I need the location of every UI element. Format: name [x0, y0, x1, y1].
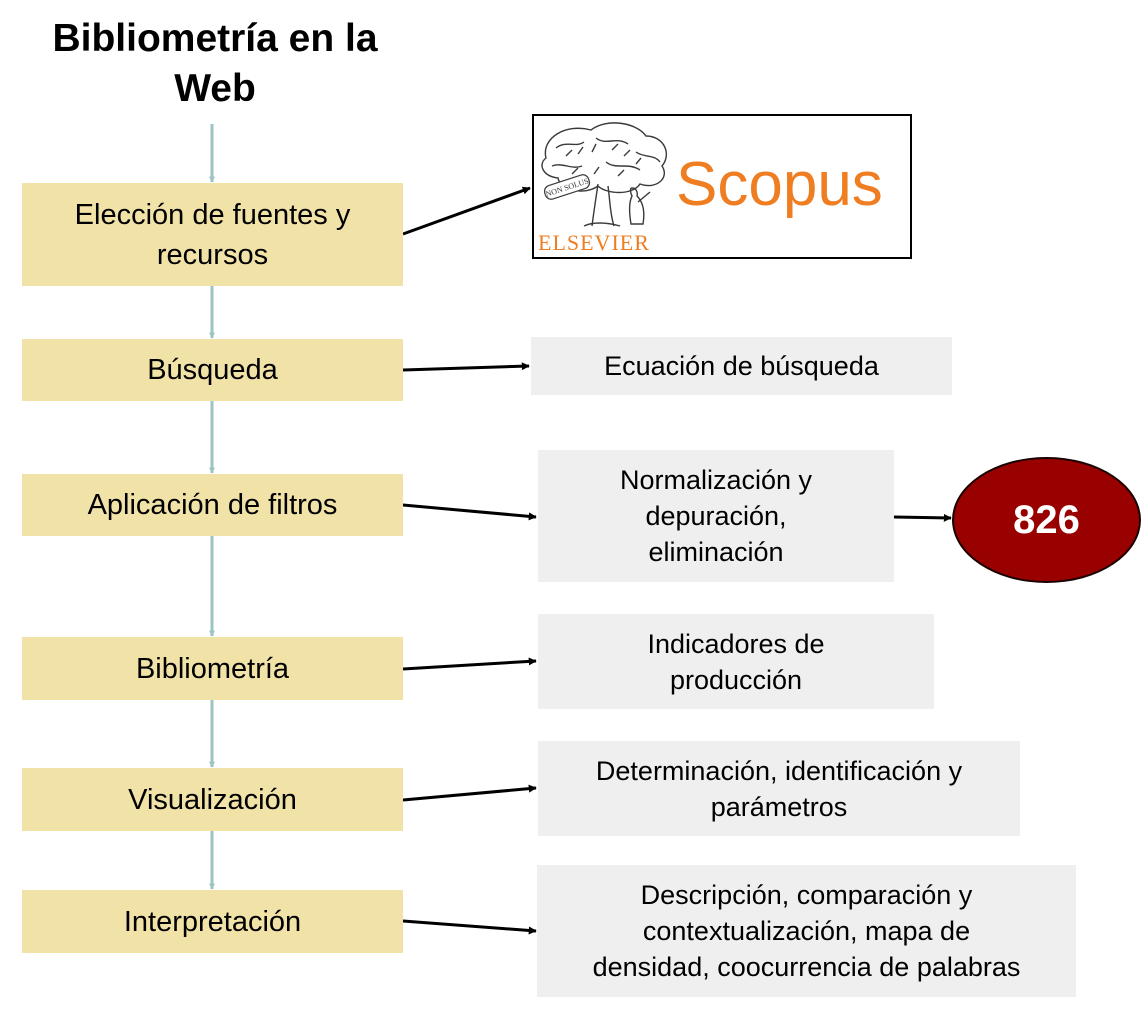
note-text: Descripción, comparación y contextualiza…	[592, 880, 1021, 982]
note-text: Indicadores de producción	[647, 628, 825, 695]
note-text: Normalización y depuración, eliminación	[619, 465, 813, 567]
link-arrow-step-5-to-note-4	[402, 784, 537, 802]
step-label: Búsqueda	[147, 354, 278, 386]
note-text: Determinación, identificación y parámetr…	[595, 755, 963, 822]
elsevier-wordmark: ELSEVIER	[538, 230, 650, 255]
note-box: Ecuación de búsqueda	[531, 337, 952, 395]
note-box: Indicadores de producción	[538, 614, 934, 709]
diagram-title: Bibliometría en la Web	[52, 17, 378, 110]
step-box: Visualización	[22, 768, 403, 831]
link-arrow-note-2-to-badge	[893, 513, 952, 522]
link-arrow-step-2-to-note-1	[402, 362, 530, 372]
step-box: Aplicación de filtros	[22, 474, 403, 536]
result-count-badge: 826	[952, 457, 1141, 583]
link-arrow-step-3-to-note-2	[402, 503, 537, 521]
note-box: Determinación, identificación y parámetr…	[538, 741, 1020, 836]
link-arrow-step-6-to-note-5	[402, 919, 537, 935]
note-box: Descripción, comparación y contextualiza…	[537, 865, 1076, 997]
step-label: Interpretación	[123, 905, 302, 938]
note-box: Normalización y depuración, eliminación	[538, 450, 894, 582]
result-count: 826	[1013, 497, 1080, 542]
scopus-wordmark: Scopus	[676, 150, 883, 219]
step-box: Bibliometría	[22, 637, 403, 700]
step-box: Búsqueda	[22, 339, 403, 401]
step-label: Visualización	[128, 783, 297, 816]
step-box: Interpretación	[22, 890, 403, 953]
link-arrow-step-1-to-logo	[402, 186, 531, 236]
step-box: Elección de fuentes y recursos	[22, 183, 403, 286]
step-label: Aplicación de filtros	[87, 489, 338, 521]
tree-engraving-icon: NON SOLUS	[541, 122, 667, 227]
step-label: Elección de fuentes y recursos	[74, 198, 351, 271]
source-logo: NON SOLUS Scopus ELSEVIER	[532, 114, 912, 259]
note-text: Ecuación de búsqueda	[604, 351, 879, 381]
step-label: Bibliometría	[135, 652, 290, 685]
link-arrow-step-4-to-note-3	[402, 657, 537, 671]
